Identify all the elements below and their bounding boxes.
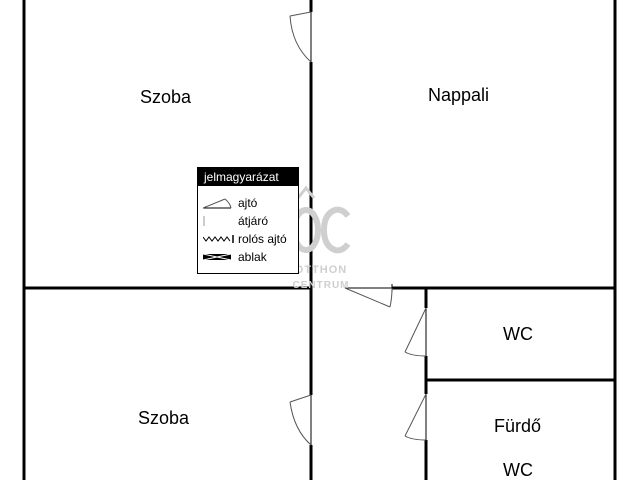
room-label-szoba-bottom: Szoba [138, 408, 190, 428]
room-label-furdo: Fürdő [494, 416, 542, 436]
legend-item-window: ablak [198, 249, 298, 265]
passage-icon [203, 216, 205, 226]
door-hall [344, 284, 393, 308]
legend: jelmagyarázat ajtó átjáró rolós ajtó abl… [197, 167, 299, 274]
room-label-wc-top: WC [503, 324, 533, 344]
door-wc [404, 307, 427, 357]
doors [289, 11, 427, 446]
legend-item-roller-door: rolós ajtó [198, 231, 298, 247]
roller-door-icon [203, 235, 234, 243]
door-top-center [289, 11, 312, 63]
room-label-szoba-top: Szoba [140, 87, 192, 107]
door-bottom-center [289, 394, 312, 446]
legend-label-passage: átjáró [238, 214, 269, 228]
room-label-wc-bottom: WC [503, 460, 533, 480]
legend-label-window: ablak [238, 250, 267, 264]
legend-title: jelmagyarázat [198, 168, 298, 186]
legend-item-passage: átjáró [198, 213, 298, 229]
legend-item-door: ajtó [198, 195, 298, 211]
door-furdo [404, 393, 427, 441]
walls [22, 0, 617, 480]
watermark-line2: CENTRUM [292, 280, 350, 291]
legend-label-roller-door: rolós ajtó [238, 232, 287, 246]
room-label-nappali: Nappali [428, 85, 490, 105]
window-icon [203, 253, 232, 261]
door-icon [203, 198, 232, 209]
legend-label-door: ajtó [238, 196, 258, 210]
watermark-line1: OTTHON [294, 264, 348, 276]
